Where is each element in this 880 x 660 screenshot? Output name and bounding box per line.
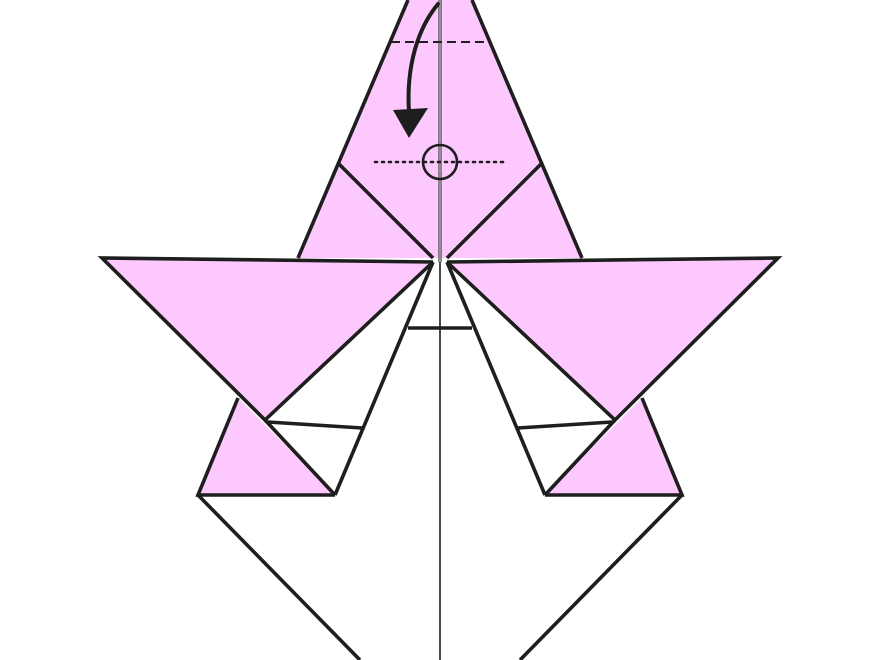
cone-right-diagonal <box>445 161 544 260</box>
right-inner-flap <box>447 262 612 495</box>
left-inner-flap <box>268 262 433 495</box>
outline-strokes <box>97 0 783 660</box>
left-flap-rung <box>267 420 363 430</box>
cone-right-edge <box>470 0 584 259</box>
right-flap-rung <box>517 420 613 430</box>
cone-right-triangle <box>447 163 582 258</box>
fold-arrow-curve <box>406 2 440 114</box>
right-wing <box>447 258 778 420</box>
lower-right-edge <box>518 493 684 660</box>
left-wing <box>102 258 433 420</box>
right-flap-diagonal <box>543 418 617 497</box>
cone-left-edge <box>296 0 410 259</box>
right-wing-outline <box>445 256 783 423</box>
right-flap-inner-edge <box>445 261 547 496</box>
fold-arrow-head <box>393 108 428 138</box>
left-foot <box>198 398 335 495</box>
cone-left-diagonal <box>336 161 435 260</box>
lower-left-edge <box>196 493 362 660</box>
left-flap-inner-edge <box>333 261 435 496</box>
left-wing-outline <box>97 256 435 423</box>
left-flap-diagonal <box>263 418 337 497</box>
right-foot <box>545 398 682 495</box>
cone-left-triangle <box>298 163 433 258</box>
reference-circle <box>421 143 459 181</box>
